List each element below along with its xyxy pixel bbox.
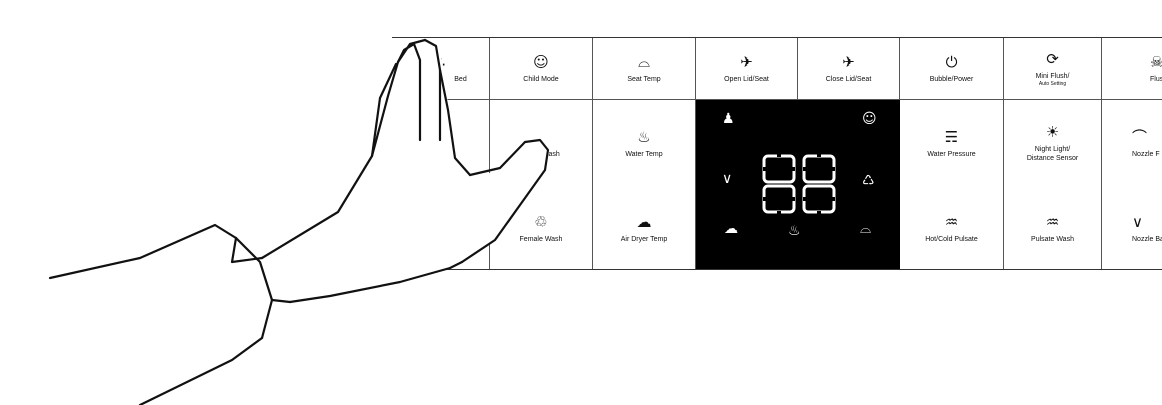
flush-label: Flus — [1150, 75, 1162, 84]
water-temp-label: Water Temp — [625, 150, 662, 159]
close-lid-label: Close Lid/Seat — [826, 75, 872, 84]
wash-label: Wash — [542, 150, 560, 159]
open-lid-icon: ✈ — [740, 53, 753, 71]
night-light-icon: ☀ — [1046, 123, 1059, 141]
female-wash-icon: ♲ — [534, 213, 547, 231]
night-light-button[interactable]: ☀ Night Light/ Distance Sensor — [1004, 100, 1102, 186]
child-mode-label: Child Mode — [523, 75, 558, 84]
sleeve-inner-fold — [236, 238, 272, 300]
night-light-label: Night Light/ — [1035, 145, 1070, 154]
digit-1-lower — [764, 186, 794, 212]
nozzle-forward-button[interactable]: ⌒ Nozzle F — [1102, 100, 1162, 186]
water-temp-button[interactable]: ♨ Water Temp — [593, 100, 696, 186]
seat-temp-icon: ⌓ — [638, 53, 650, 71]
bed-label: Bed — [454, 75, 466, 84]
power-label: Bubble/Power — [930, 75, 974, 84]
pulsate-wash-icon: ♒ — [1046, 213, 1059, 231]
hot-cold-pulsate-button[interactable]: ♒ Hot/Cold Pulsate — [900, 186, 1004, 270]
seat-temp-label: Seat Temp — [627, 75, 660, 84]
child-mode-icon: ☺ — [533, 53, 549, 71]
control-panel: ∴ Bed ☺ Child Mode ⌓ Seat Temp ✈ Open Li… — [392, 37, 1162, 270]
digit-2-upper — [804, 156, 834, 182]
pulsate-wash-button[interactable]: ♒ Pulsate Wash — [1004, 186, 1102, 270]
sleeve-bottom-b — [140, 338, 262, 405]
child-icon: ☺ — [862, 112, 877, 126]
air-dryer-icon: ☁ — [637, 213, 652, 231]
dryer-icon: ☁ — [724, 222, 738, 236]
female-wash-label: Female Wash — [520, 235, 563, 244]
close-lid-button[interactable]: ✈ Close Lid/Seat — [798, 38, 900, 100]
water-pressure-button[interactable]: ☴ Water Pressure — [900, 100, 1004, 186]
close-lid-icon: ✈ — [842, 53, 855, 71]
open-lid-label: Open Lid/Seat — [724, 75, 769, 84]
hot-cold-pulsate-icon: ♒ — [945, 213, 958, 231]
seven-segment-digits — [760, 152, 840, 216]
child-mode-button[interactable]: ☺ Child Mode — [490, 38, 593, 100]
water-pressure-label: Water Pressure — [927, 150, 975, 159]
air-dryer-temp-label: Air Dryer Temp — [621, 235, 668, 244]
distance-sensor-label: Distance Sensor — [1027, 154, 1078, 163]
left-blank — [392, 100, 490, 270]
hot-cold-pulsate-label: Hot/Cold Pulsate — [925, 235, 978, 244]
sleeve-bottom-a — [262, 300, 290, 338]
female-wash-button[interactable]: ♲ Female Wash — [490, 186, 593, 270]
nozzle-back-icon: ∨ — [1132, 213, 1143, 231]
bed-button[interactable]: ∴ Bed — [392, 38, 490, 100]
wash-button[interactable]: Wash — [490, 100, 593, 186]
rear-wash-icon: ∨ — [722, 172, 732, 186]
nozzle-back-label: Nozzle Ba — [1132, 235, 1162, 244]
mini-flush-label: Mini Flush/ — [1036, 72, 1070, 81]
sleeve-cuff-line — [232, 238, 262, 262]
bed-icon: ∴ — [436, 53, 446, 71]
nozzle-forward-label: Nozzle F — [1132, 150, 1160, 159]
water-pressure-icon: ☴ — [945, 128, 958, 146]
power-button[interactable]: ⏻ Bubble/Power — [900, 38, 1004, 100]
led-display: ♟ ☺ ∨ ♺ ☁ ♨ ⌓ — [696, 100, 900, 270]
female-icon: ♺ — [862, 174, 875, 188]
power-icon: ⏻ — [946, 53, 958, 71]
digit-2-lower — [804, 186, 834, 212]
nozzle-forward-icon: ⌒ — [1132, 128, 1147, 146]
flush-icon: ☠ — [1150, 53, 1162, 71]
flush-button[interactable]: ☠ Flus — [1102, 38, 1162, 100]
sleeve-top-line — [50, 225, 236, 278]
person-icon: ♟ — [722, 112, 735, 126]
open-lid-button[interactable]: ✈ Open Lid/Seat — [696, 38, 798, 100]
digit-1-upper — [764, 156, 794, 182]
mini-flush-sublabel: Auto Setting — [1039, 81, 1066, 87]
water-temp-icon: ♨ — [637, 128, 650, 146]
pulsate-wash-label: Pulsate Wash — [1031, 235, 1074, 244]
air-dryer-temp-button[interactable]: ☁ Air Dryer Temp — [593, 186, 696, 270]
mini-flush-button[interactable]: ⟳ Mini Flush/ Auto Setting — [1004, 38, 1102, 100]
seat-temp-button[interactable]: ⌓ Seat Temp — [593, 38, 696, 100]
seat-temp-indicator-icon: ⌓ — [860, 222, 871, 236]
nozzle-back-button[interactable]: ∨ Nozzle Ba — [1102, 186, 1162, 270]
water-temp-indicator-icon: ♨ — [788, 224, 801, 238]
mini-flush-icon: ⟳ — [1046, 50, 1059, 68]
